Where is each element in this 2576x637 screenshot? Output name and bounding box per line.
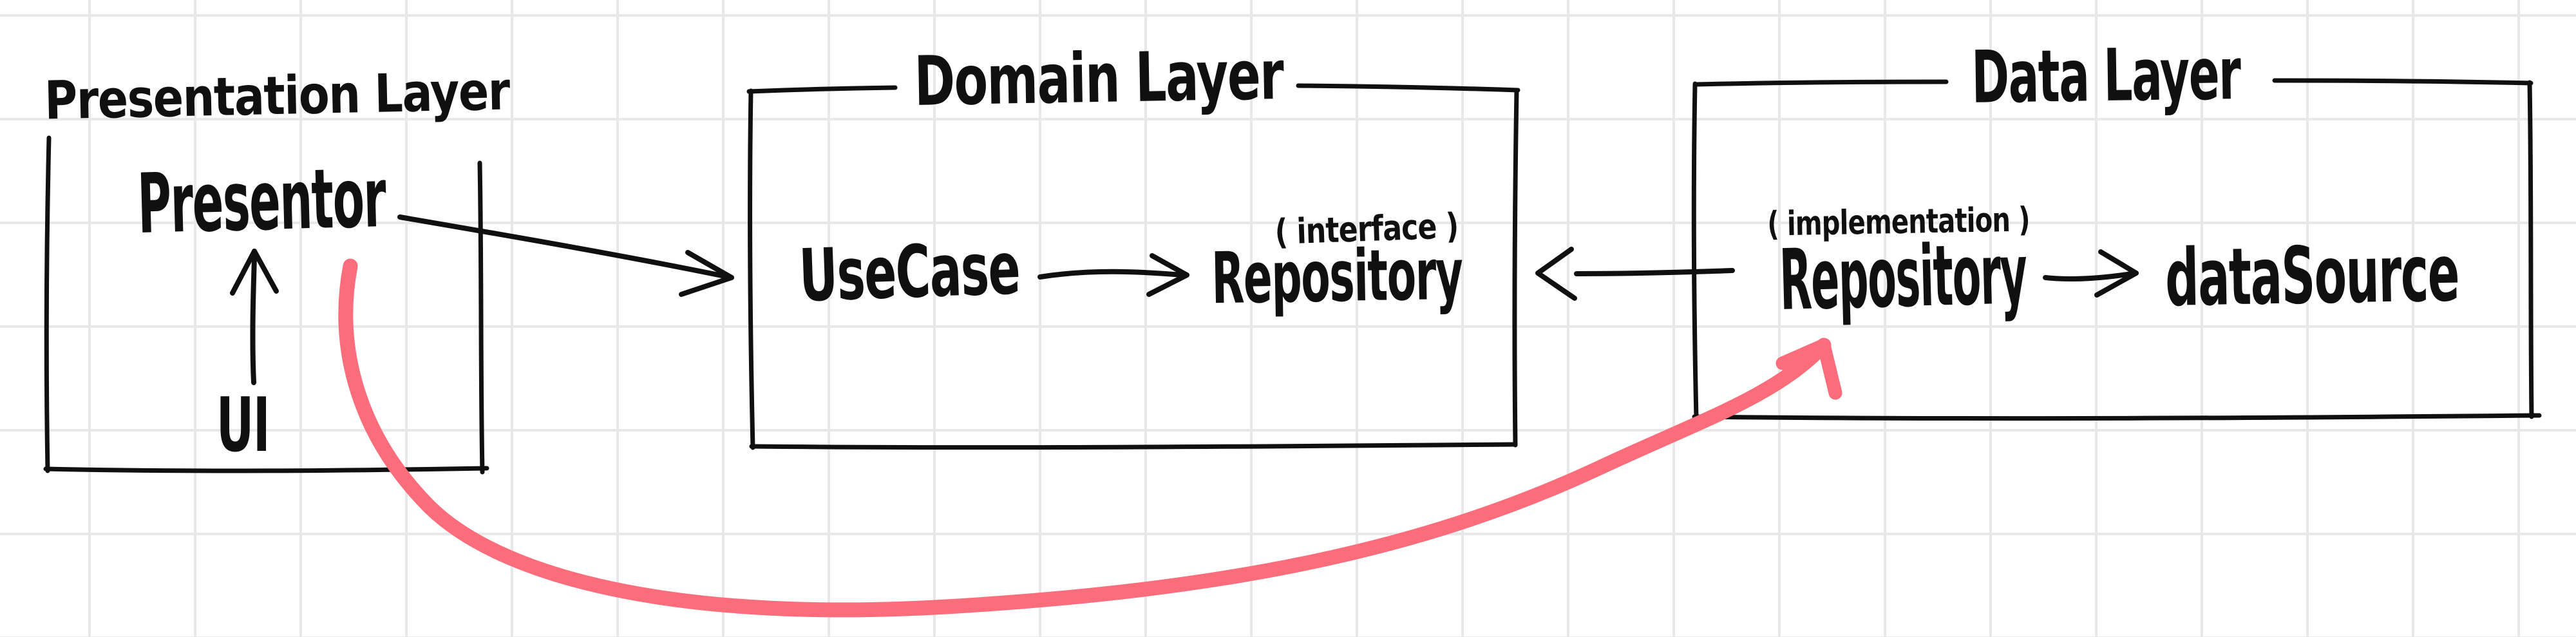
red-flow-barb-down: [1817, 338, 1842, 400]
domain-box-bottom-edge: [749, 442, 1517, 450]
arrow-ui-to-presentor: [230, 249, 279, 385]
presentation-box-right-edge: [477, 160, 485, 475]
arrow-repository-datasource-barb-up: [2098, 249, 2139, 276]
presentation-layer-title: Presentation Layer: [44, 61, 510, 132]
data-box-right-edge: [2527, 80, 2534, 419]
data-box-bottom-edge: [1692, 413, 2542, 421]
arrow-impl-interface-open-triangle: [1535, 247, 1577, 301]
domain-box-top-left-segment: [746, 85, 898, 94]
red-flow-barb-left: [1776, 338, 1831, 370]
arrow-presentor-usecase-barb-down: [679, 275, 734, 297]
red-flow-arrow: [338, 258, 1842, 618]
domain-box-right-edge: [1512, 88, 1519, 448]
arrow-ui-presentor-shaft: [250, 255, 257, 385]
node-ui: UI: [216, 382, 270, 469]
presentation-box-left-edge: [44, 135, 52, 473]
arrow-ui-presentor-barb-left: [230, 249, 257, 296]
red-flow-curve: [338, 258, 1832, 618]
arrow-usecase-repository-shaft: [1037, 269, 1185, 280]
ink-strokes: [43, 78, 2542, 475]
data-box-left-edge: [1691, 81, 1699, 421]
node-repository-interface: Repository: [1211, 233, 1463, 320]
arrow-presentor-usecase-shaft: [397, 214, 728, 279]
arrow-presentor-usecase-barb-up: [685, 250, 734, 280]
node-presentor: Presentor: [136, 149, 387, 253]
arrow-presentor-to-usecase: [397, 214, 734, 297]
arrow-usecase-repository-barb-up: [1150, 253, 1189, 278]
presentation-layer-box: [43, 135, 489, 475]
arrow-ui-presentor-barb-right: [252, 249, 279, 294]
data-box-top-right-segment: [2272, 78, 2533, 86]
domain-box-top-right-segment: [1296, 83, 1520, 93]
arrow-impl-interface-shaft: [1574, 268, 1735, 276]
arrow-repository-to-datasource: [2043, 249, 2139, 298]
node-repository-implementation: Repository: [1778, 225, 2028, 329]
data-layer-box: [1691, 78, 2542, 421]
domain-box-left-edge: [748, 88, 755, 450]
arrow-repository-datasource-shaft: [2043, 271, 2134, 282]
arrow-impl-to-interface: [1535, 247, 1735, 301]
presentation-box-bottom-edge: [43, 466, 489, 473]
domain-layer-title: Domain Layer: [913, 35, 1284, 121]
arrow-usecase-to-repository: [1037, 253, 1189, 297]
node-datasource: dataSource: [2164, 227, 2460, 324]
data-layer-title: Data Layer: [1971, 32, 2241, 120]
arrow-repository-datasource-barb-down: [2094, 271, 2139, 298]
arrow-usecase-repository-barb-down: [1146, 272, 1189, 297]
data-box-top-left-segment: [1694, 79, 1949, 87]
domain-layer-box: [746, 83, 1520, 450]
node-usecase: UseCase: [797, 227, 1021, 318]
